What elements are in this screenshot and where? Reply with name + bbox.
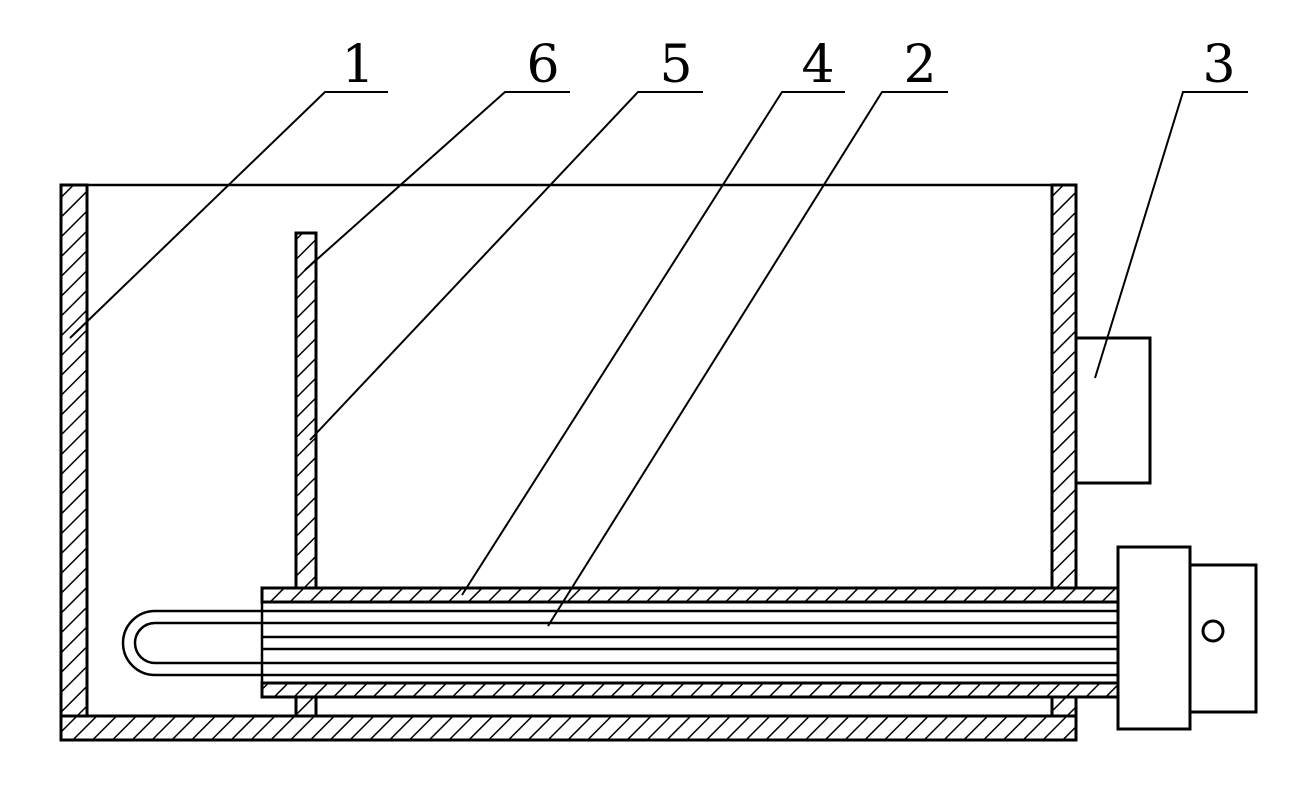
sleeve-tube xyxy=(260,586,1120,699)
tank-left-wall xyxy=(59,183,89,742)
tank-housing xyxy=(59,183,1078,742)
label-part-6: 6 xyxy=(526,35,559,95)
label-part-1: 1 xyxy=(341,35,374,95)
sleeve-tube-bottom-wall xyxy=(260,681,1120,699)
leader-line-5 xyxy=(309,91,703,441)
heating-element-inner xyxy=(133,621,1118,665)
label-part-5: 5 xyxy=(659,35,692,95)
leader-line-1 xyxy=(69,91,388,339)
vertical-plate xyxy=(294,231,318,718)
terminal-screw-hole xyxy=(1201,619,1225,643)
heating-element xyxy=(121,609,1118,677)
leader-lines xyxy=(69,91,1248,627)
label-part-4: 4 xyxy=(801,35,834,95)
terminal-head xyxy=(1116,545,1258,731)
label-part-2: 2 xyxy=(903,35,936,95)
sleeve-tube-top-wall xyxy=(260,586,1120,604)
leader-line-4 xyxy=(461,91,845,596)
leader-line-3 xyxy=(1094,91,1248,379)
label-part-3: 3 xyxy=(1202,35,1235,95)
leader-line-2 xyxy=(547,91,948,627)
tank-bottom-wall xyxy=(59,714,1078,742)
control-box xyxy=(1074,336,1152,485)
terminal-cap xyxy=(1188,563,1258,714)
tank-right-wall-upper xyxy=(1050,183,1078,590)
vertical-plate-body xyxy=(294,231,318,590)
leader-line-6 xyxy=(304,91,570,271)
heating-element-outer xyxy=(121,609,1118,677)
terminal-flange xyxy=(1116,545,1192,731)
vertical-plate-foot xyxy=(294,695,318,718)
